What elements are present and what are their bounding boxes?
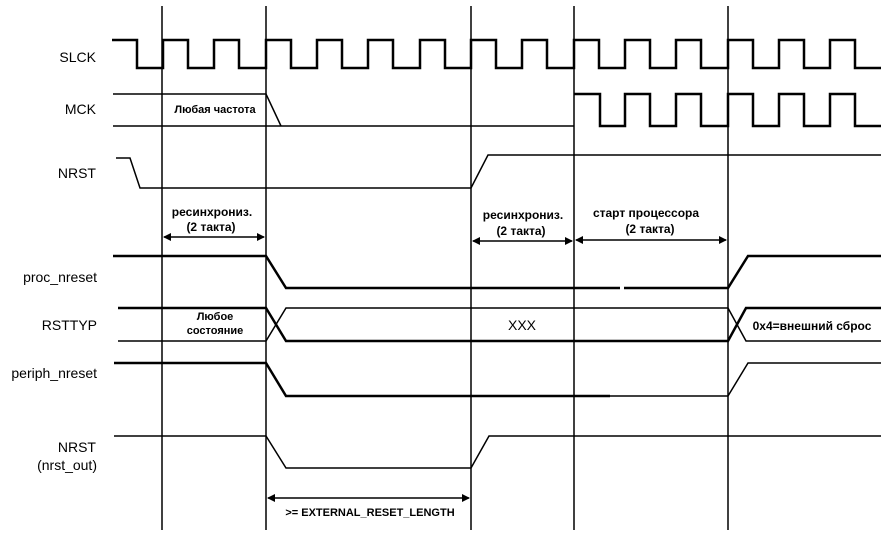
rsttyp-undefined-value: XXX xyxy=(508,317,537,333)
mck-any-frequency-note: Любая частота xyxy=(174,104,256,116)
label-nrst: NRST xyxy=(58,165,97,181)
rsttyp-any-state-line1: Любое xyxy=(197,311,234,323)
label-proc-nreset: proc_nreset xyxy=(23,269,97,285)
svg-text:ресинхрониз.: ресинхрониз. xyxy=(172,205,252,219)
svg-text:старт процессора: старт процессора xyxy=(593,206,699,220)
annotation-cpu-start: старт процессора (2 такта) xyxy=(575,206,727,244)
waveform-rsttyp xyxy=(118,306,881,343)
annotation-resync-1: ресинхрониз. (2 такта) xyxy=(163,205,265,241)
waveform-periph-nreset xyxy=(114,361,881,398)
label-mck: MCK xyxy=(65,101,97,117)
label-nrst-out-sub: (nrst_out) xyxy=(37,457,97,473)
annotation-resync-2: ресинхрониз. (2 такта) xyxy=(472,208,573,245)
waveform-nrst-out xyxy=(114,435,881,469)
waveform-nrst xyxy=(116,154,881,189)
svg-text:ресинхрониз.: ресинхрониз. xyxy=(483,208,563,222)
time-markers xyxy=(161,6,729,530)
reset-length-label: >= EXTERNAL_RESET_LENGTH xyxy=(285,507,454,519)
rsttyp-any-state-line2: состояние xyxy=(187,325,244,337)
waveform-proc-nreset xyxy=(113,254,881,290)
label-slck: SLCK xyxy=(59,49,96,65)
waveform-slck xyxy=(112,38,881,70)
rsttyp-external-reset-value: 0x4=внешний сброс xyxy=(753,319,872,333)
signal-labels: SLCK MCK NRST proc_nreset RSTTYP periph_… xyxy=(11,49,97,473)
annotation-reset-length: >= EXTERNAL_RESET_LENGTH xyxy=(267,494,470,519)
label-periph-nreset: periph_nreset xyxy=(11,365,97,381)
label-nrst-out: NRST xyxy=(58,439,97,455)
waveform-mck xyxy=(113,92,881,128)
svg-text:(2 такта): (2 такта) xyxy=(186,220,235,234)
label-rsttyp: RSTTYP xyxy=(42,317,97,333)
svg-text:(2 такта): (2 такта) xyxy=(625,222,674,236)
svg-text:(2 такта): (2 такта) xyxy=(496,224,545,238)
